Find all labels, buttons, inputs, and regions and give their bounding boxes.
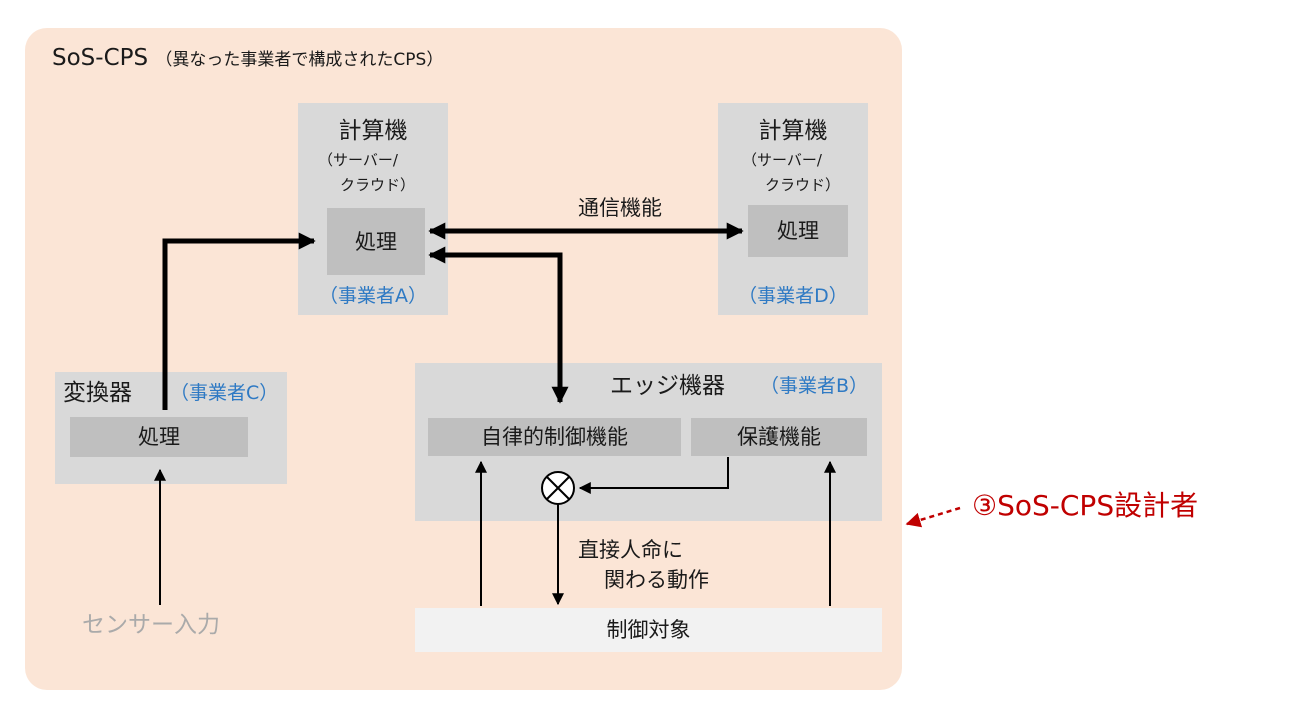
arrow-computer-a-edge — [428, 246, 569, 404]
control-target-label: 制御対象 — [606, 618, 691, 642]
title-main: SoS-CPS — [52, 45, 149, 71]
action-label-2: 関わる動作 — [604, 568, 709, 592]
arrow-converter-to-computer-a — [162, 232, 316, 410]
computer-a-subtitle-2: クラウド） — [340, 176, 416, 194]
computer-a-process-label: 処理 — [355, 230, 397, 254]
computer-d-owner: （事業者D） — [738, 285, 848, 307]
arrow-protection-to-junction — [578, 457, 729, 494]
protection-label: 保護機能 — [737, 425, 821, 449]
edge-device-owner: （事業者B） — [760, 375, 869, 397]
computer-a-subtitle-1: （サーバー/ — [318, 151, 398, 169]
computer-d-process-box — [748, 205, 848, 257]
computer-d-subtitle-1: （サーバー/ — [742, 151, 822, 169]
comm-function-label: 通信機能 — [578, 196, 662, 220]
title-note: （異なった事業者で構成されたCPS） — [155, 50, 444, 70]
protection-box — [691, 418, 867, 456]
computer-a-owner: （事業者A） — [319, 285, 427, 307]
computer-a-process-box — [327, 208, 425, 275]
control-target-box — [415, 608, 882, 652]
computer-d-process-label: 処理 — [777, 219, 819, 243]
autonomous-control-label: 自律的制御機能 — [481, 425, 628, 449]
computer-d-title: 計算機 — [758, 118, 828, 144]
converter-title: 変換器 — [63, 380, 132, 406]
converter-process-box — [70, 417, 248, 457]
diagram-title: SoS-CPS （異なった事業者で構成されたCPS） — [52, 47, 443, 70]
sensor-input-label: センサー入力 — [82, 612, 220, 638]
computer-d-subtitle-2: クラウド） — [765, 176, 841, 194]
autonomous-control-box — [428, 418, 681, 456]
converter-process-label: 処理 — [138, 425, 180, 449]
action-label-1: 直接人命に — [578, 538, 683, 562]
designer-label: ③SoS-CPS設計者 — [972, 489, 1199, 522]
designer-pointer-arrow — [905, 506, 961, 528]
summing-junction-icon — [541, 471, 575, 505]
computer-a-title: 計算機 — [338, 118, 408, 144]
edge-device-title: エッジ機器 — [610, 373, 725, 399]
converter-owner: （事業者C） — [170, 382, 279, 404]
